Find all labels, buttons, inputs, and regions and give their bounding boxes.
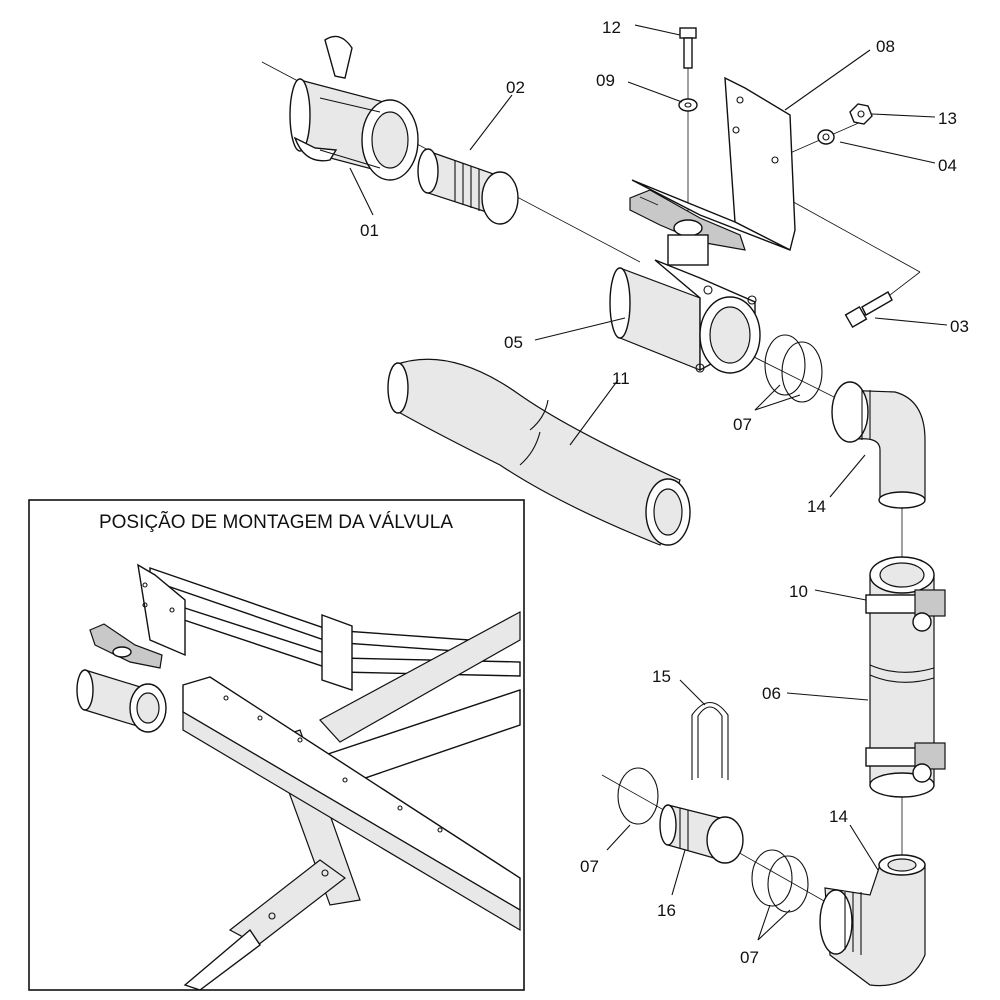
part-08-mounting-bracket — [631, 76, 796, 252]
callout-07-left: 07 — [580, 857, 599, 876]
part-callout-labels: 01 02 03 04 05 06 07 07 07 08 09 10 11 1… — [360, 18, 969, 967]
part-01-quick-coupling — [289, 35, 419, 181]
part-02-threaded-nipple — [417, 148, 519, 225]
callout-07-upper: 07 — [733, 415, 752, 434]
callout-14-lower: 14 — [829, 807, 848, 826]
part-14-elbow-lower — [819, 854, 926, 987]
part-04-washer — [817, 129, 835, 145]
part-09-washer — [678, 98, 698, 112]
part-07-o-rings-lower — [751, 849, 809, 913]
callout-12: 12 — [602, 18, 621, 37]
callout-05: 05 — [504, 333, 523, 352]
part-11-hose — [387, 358, 691, 546]
part-03-bolt — [844, 291, 893, 329]
callout-14-upper: 14 — [807, 497, 826, 516]
part-07-o-rings-upper — [764, 334, 823, 403]
callout-04: 04 — [938, 156, 957, 175]
part-05-ball-valve — [609, 189, 761, 374]
part-15-u-pin — [691, 701, 729, 780]
part-13-nut — [849, 103, 873, 125]
callout-16: 16 — [657, 901, 676, 920]
callout-09: 09 — [596, 71, 615, 90]
callout-02: 02 — [506, 78, 525, 97]
callout-01: 01 — [360, 221, 379, 240]
callout-03: 03 — [950, 317, 969, 336]
part-07-o-ring-left — [617, 767, 659, 825]
inset-title: POSIÇÃO DE MONTAGEM DA VÁLVULA — [99, 511, 453, 533]
callout-08: 08 — [876, 37, 895, 56]
callout-13: 13 — [938, 109, 957, 128]
part-14-elbow-upper — [831, 381, 926, 509]
callout-leader-lines — [349, 24, 948, 941]
callout-06: 06 — [762, 684, 781, 703]
callout-15: 15 — [652, 667, 671, 686]
inset-frame-structure — [149, 567, 521, 991]
part-12-bolt — [679, 27, 697, 69]
inset-valve-assembly — [76, 563, 186, 733]
mounting-position-inset: POSIÇÃO DE MONTAGEM DA VÁLVULA — [28, 499, 525, 991]
part-10-hose-clamp-upper — [865, 589, 946, 632]
callout-07-lower: 07 — [740, 948, 759, 967]
part-16-adapter — [659, 804, 744, 864]
part-10-hose-clamp-lower — [865, 742, 946, 783]
callout-11: 11 — [612, 369, 630, 388]
callout-10: 10 — [789, 582, 808, 601]
